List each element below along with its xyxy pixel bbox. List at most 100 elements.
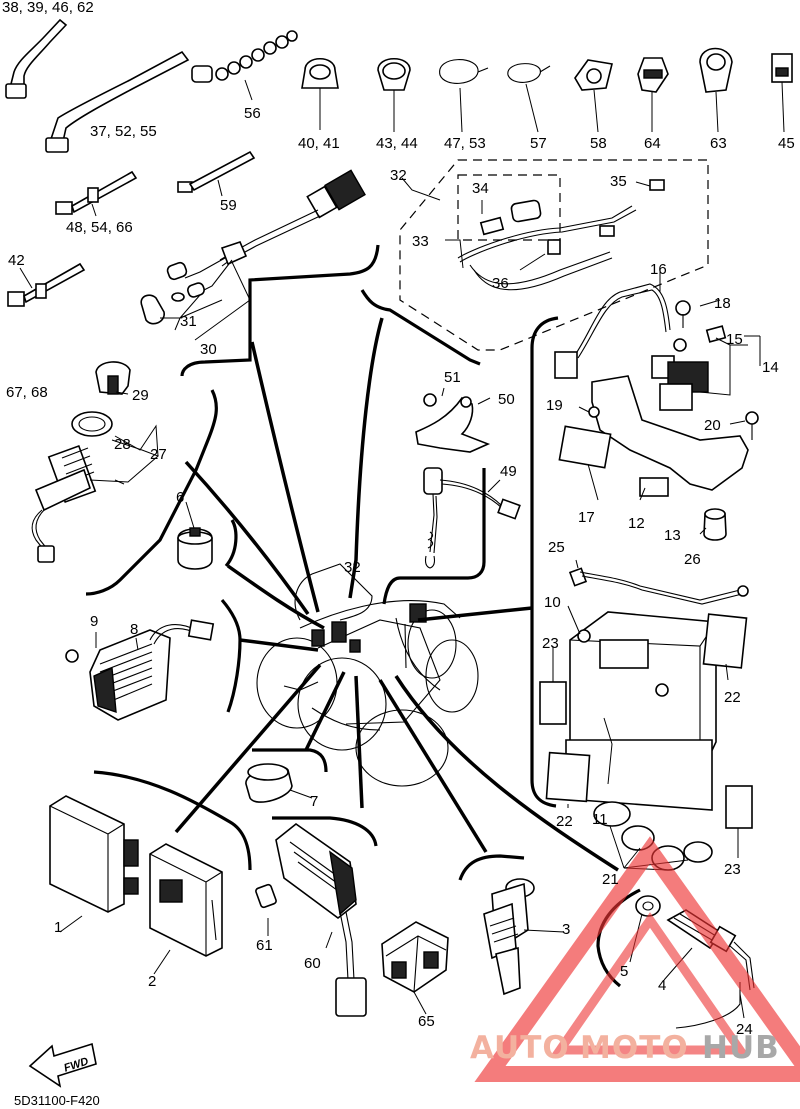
group-bracket-49 bbox=[382, 468, 486, 605]
watermark-auto: AUTO bbox=[470, 1030, 570, 1066]
label-51: 51 bbox=[444, 369, 461, 386]
group-bracket-7 bbox=[252, 748, 328, 773]
label-9: 9 bbox=[90, 613, 98, 630]
holder-58 bbox=[574, 59, 613, 133]
group-bracket-27 bbox=[85, 389, 218, 596]
sensor-7 bbox=[245, 763, 313, 803]
cable-tie-42 bbox=[7, 262, 86, 307]
label-33: 33 bbox=[412, 233, 429, 250]
label-64: 64 bbox=[644, 135, 661, 152]
holder-64 bbox=[637, 57, 669, 132]
group-bracket-3 bbox=[458, 854, 525, 881]
label-30: 30 bbox=[200, 341, 217, 358]
label-58: 58 bbox=[590, 135, 607, 152]
sub-wire-harness-30 bbox=[140, 169, 366, 341]
label-38-39-46-62: 38, 39, 46, 62 bbox=[2, 0, 94, 16]
label-29: 29 bbox=[132, 387, 149, 404]
relay-assembly-14 bbox=[554, 272, 761, 541]
group-bracket-32 bbox=[360, 289, 481, 366]
cable-tie-38 bbox=[5, 18, 68, 99]
label-20: 20 bbox=[704, 417, 721, 434]
label-40-41: 40, 41 bbox=[298, 135, 340, 152]
holder-63 bbox=[699, 47, 733, 133]
label-63: 63 bbox=[710, 135, 727, 152]
label-7: 7 bbox=[310, 793, 318, 810]
clip-45 bbox=[771, 53, 793, 133]
watermark-hub: HUB bbox=[702, 1030, 780, 1066]
label-3: 3 bbox=[562, 921, 570, 938]
label-26: 26 bbox=[684, 551, 701, 568]
relay-65 bbox=[381, 921, 449, 1015]
battery-group bbox=[539, 559, 753, 871]
label-35: 35 bbox=[610, 173, 627, 190]
label-49: 49 bbox=[500, 463, 517, 480]
watermark-logo: AUTO MOTO HUB bbox=[470, 836, 800, 1082]
main-switch-27 bbox=[31, 361, 159, 563]
label-67-68: 67, 68 bbox=[6, 384, 48, 401]
label-14: 14 bbox=[762, 359, 779, 376]
label-59: 59 bbox=[220, 197, 237, 214]
atv-vehicle bbox=[256, 563, 479, 787]
label-50: 50 bbox=[498, 391, 515, 408]
label-22-right: 22 bbox=[724, 689, 741, 706]
label-23-right: 23 bbox=[724, 861, 741, 878]
label-2: 2 bbox=[148, 973, 156, 990]
label-8: 8 bbox=[130, 621, 138, 638]
label-6: 6 bbox=[176, 489, 184, 506]
cdi-unit-1 bbox=[49, 795, 139, 933]
label-32-vehicle: 32 bbox=[344, 559, 361, 576]
label-17: 17 bbox=[578, 509, 595, 526]
rectifier-8 bbox=[65, 619, 215, 721]
group-bracket-1 bbox=[93, 770, 252, 871]
fwd-arrow-icon: FWD bbox=[28, 1042, 97, 1088]
label-25: 25 bbox=[548, 539, 565, 556]
label-34: 34 bbox=[472, 180, 489, 197]
label-37-52-55: 37, 52, 55 bbox=[90, 123, 157, 140]
label-36: 36 bbox=[492, 275, 509, 292]
wire-clip-47 bbox=[439, 59, 489, 133]
label-65: 65 bbox=[418, 1013, 435, 1030]
label-22-left: 22 bbox=[556, 813, 573, 830]
label-4: 4 bbox=[658, 977, 666, 994]
label-45: 45 bbox=[778, 135, 795, 152]
cdi-unit-2 bbox=[149, 843, 223, 975]
label-23-left: 23 bbox=[542, 635, 559, 652]
cable-tie-59 bbox=[177, 150, 256, 197]
label-28: 28 bbox=[114, 436, 131, 453]
plug-cap-3 bbox=[483, 878, 565, 996]
label-48-54-66: 48, 54, 66 bbox=[66, 219, 133, 236]
group-bracket-60 bbox=[272, 816, 378, 847]
label-18: 18 bbox=[714, 295, 731, 312]
label-31: 31 bbox=[180, 313, 197, 330]
ignition-coil-60 bbox=[255, 823, 367, 1017]
sub-harness-32 bbox=[399, 159, 709, 351]
footer-code: 5D31100-F420 bbox=[14, 1093, 100, 1108]
clamp-43 bbox=[377, 57, 411, 132]
group-bracket-30 bbox=[180, 244, 380, 377]
label-27: 27 bbox=[150, 446, 167, 463]
clip-chain-56 bbox=[191, 30, 298, 101]
label-21: 21 bbox=[602, 871, 619, 888]
label-1: 1 bbox=[54, 919, 62, 936]
label-11: 11 bbox=[592, 811, 608, 828]
label-60: 60 bbox=[304, 955, 321, 972]
label-19: 19 bbox=[546, 397, 563, 414]
label-13: 13 bbox=[664, 527, 681, 544]
label-61: 61 bbox=[256, 937, 273, 954]
group-bracket-14 bbox=[530, 316, 559, 808]
label-47-53: 47, 53 bbox=[444, 135, 486, 152]
label-15: 15 bbox=[726, 331, 743, 348]
label-16: 16 bbox=[650, 261, 667, 278]
switch-assembly-49 bbox=[415, 387, 521, 569]
wire-clip-57 bbox=[507, 63, 551, 133]
group-bracket-8 bbox=[220, 598, 242, 713]
label-57: 57 bbox=[530, 135, 547, 152]
group-bracket-6 bbox=[224, 519, 238, 568]
label-5: 5 bbox=[620, 963, 628, 980]
cable-tie-48 bbox=[55, 170, 138, 217]
label-43-44: 43, 44 bbox=[376, 135, 418, 152]
label-10: 10 bbox=[544, 594, 561, 611]
cable-tie-37 bbox=[45, 50, 190, 153]
